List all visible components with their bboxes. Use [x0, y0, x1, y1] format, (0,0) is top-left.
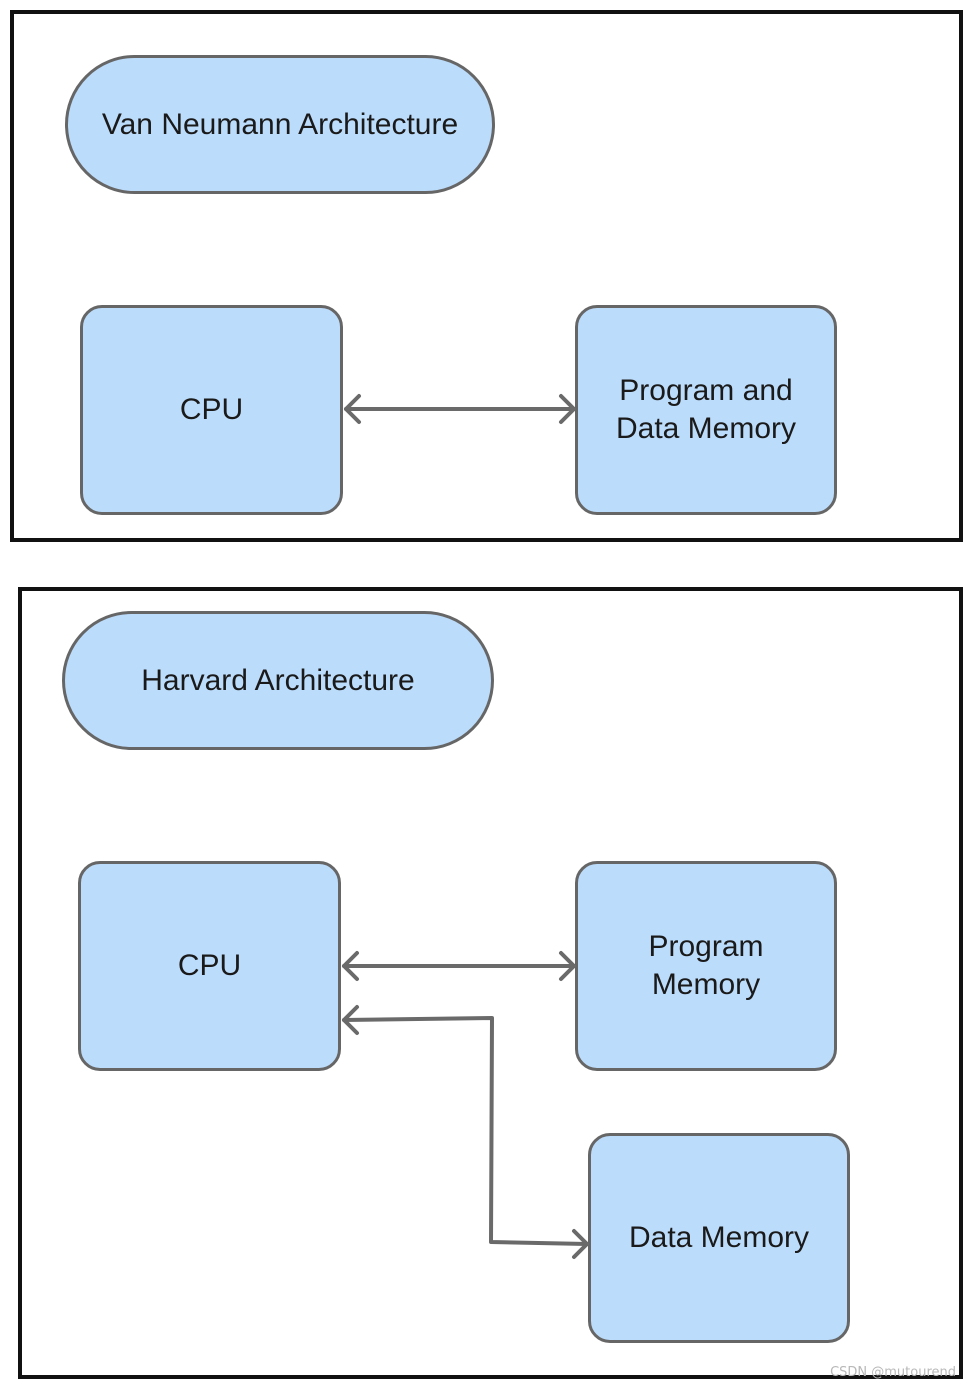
- van-neumann-cpu-label: CPU: [179, 393, 244, 426]
- van-neumann-cpu-box: CPU: [80, 305, 343, 515]
- harvard-title-text: Harvard Architecture: [141, 663, 415, 697]
- harvard-title: Harvard Architecture: [62, 611, 494, 750]
- watermark: CSDN @mutourend: [830, 1365, 956, 1380]
- harvard-program-memory-label: Program Memory: [648, 930, 764, 1001]
- harvard-program-memory-box: Program Memory: [575, 861, 837, 1071]
- van-neumann-title: Van Neumann Architecture: [65, 55, 495, 194]
- harvard-cpu-box: CPU: [78, 861, 341, 1071]
- van-neumann-memory-label: Program and Data Memory: [615, 374, 797, 445]
- harvard-data-memory-box: Data Memory: [588, 1133, 850, 1343]
- van-neumann-title-text: Van Neumann Architecture: [101, 107, 459, 141]
- van-neumann-memory-box: Program and Data Memory: [575, 305, 837, 515]
- harvard-cpu-label: CPU: [177, 949, 242, 982]
- harvard-data-memory-label: Data Memory: [628, 1221, 810, 1254]
